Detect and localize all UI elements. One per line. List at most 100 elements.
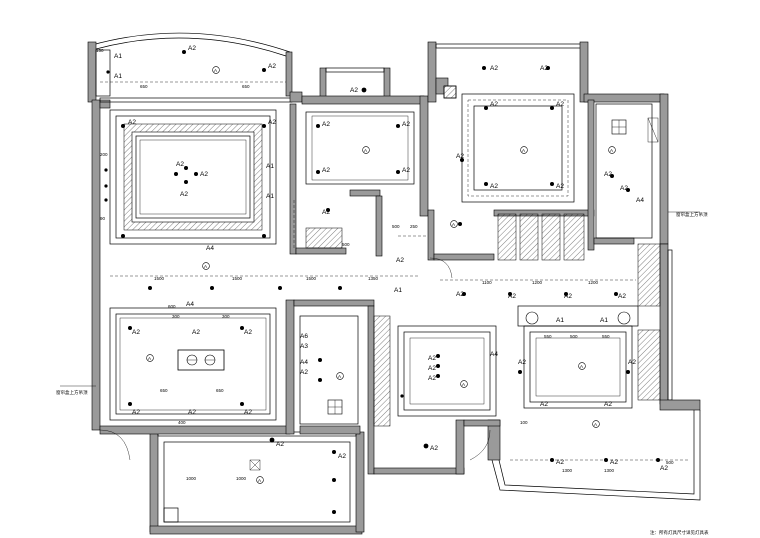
dimension-text: 650 [160, 388, 168, 393]
fixture-label: A2 [132, 409, 140, 416]
fixture-label: A2 [610, 459, 618, 466]
downlight [396, 170, 400, 174]
dimension-labels: 1500 1500 1500 1350 1100 1200 1200 1300 … [96, 48, 674, 481]
room-mark: A [594, 422, 597, 427]
dimension-text: 250 [410, 224, 418, 229]
fixture-label: A2 [322, 121, 330, 128]
downlight [262, 234, 266, 238]
dimension-text: 650 [216, 388, 224, 393]
fixture-label: A2 [490, 183, 498, 190]
fixture-label: A4 [636, 197, 644, 204]
downlight [458, 222, 462, 226]
fixture-label: A2 [338, 453, 346, 460]
downlight [564, 292, 568, 296]
downlight [326, 208, 330, 212]
downlight [482, 66, 486, 70]
bathroom-ceiling [299, 315, 391, 427]
room-mark: A [522, 148, 525, 153]
room-mark: A [452, 222, 455, 227]
room-mark: A [610, 148, 613, 153]
downlight [508, 292, 512, 296]
downlight [278, 286, 282, 290]
room-mark: A [258, 478, 261, 483]
downlight [240, 402, 244, 406]
downlight [316, 170, 320, 174]
dimension-text: 550 [544, 334, 552, 339]
downlight [614, 292, 618, 296]
fixture-label: A1 [600, 317, 608, 324]
room-mark: A [364, 148, 367, 153]
downlight [262, 124, 266, 128]
dimension-text: 150 [96, 48, 104, 53]
fixture-label: A1 [266, 163, 274, 170]
downlight [626, 370, 630, 374]
dimension-text: 500 [342, 242, 350, 247]
fixture-label: A2 [564, 293, 572, 300]
fixture-label: A4 [300, 359, 308, 366]
downlight [184, 166, 188, 170]
dimension-text: 1500 [154, 276, 165, 281]
downlight [121, 124, 125, 128]
room-mark: A [214, 68, 217, 73]
fixture-label: A2 [188, 409, 196, 416]
downlight [332, 478, 336, 482]
fixture-label: A2 [540, 401, 548, 408]
middle-bedroom-ceiling [305, 111, 415, 249]
room-mark: A [462, 382, 465, 387]
fixture-label: A2 [428, 355, 436, 362]
downlight [174, 172, 178, 176]
dimension-text: 500 [570, 334, 578, 339]
downlight [184, 180, 188, 184]
fixture-label: A2 [428, 375, 436, 382]
downlight [104, 198, 108, 202]
dimension-text: 1200 [532, 280, 543, 285]
dimension-text: 1300 [562, 468, 573, 473]
door-swings [99, 257, 491, 461]
room-mark: A [148, 356, 151, 361]
room-mark: A [204, 264, 207, 269]
fixture-label: A2 [490, 101, 498, 108]
fixture-label: A2 [276, 441, 284, 448]
downlight [106, 70, 110, 74]
downlight [396, 124, 400, 128]
right-utility-room [595, 103, 661, 401]
fixture-label: A1 [266, 193, 274, 200]
dimension-text: 90 [100, 216, 106, 221]
downlight [518, 370, 522, 374]
room-mark: A [580, 364, 583, 369]
downlight [462, 292, 466, 296]
fixture-label: A2 [180, 191, 188, 198]
downlight [550, 182, 554, 186]
downlight [240, 326, 244, 330]
dimension-text: 200 [100, 152, 108, 157]
dining-room-ceiling [109, 307, 277, 421]
exterior-walls [87, 32, 701, 535]
downlight [182, 50, 186, 54]
downlight [610, 174, 614, 178]
dimension-text: 1500 [232, 276, 243, 281]
fixture-label: A2 [132, 329, 140, 336]
downlight [436, 364, 440, 368]
downlight [104, 184, 108, 188]
living-room-ceiling [109, 109, 277, 245]
downlight [128, 402, 132, 406]
fixture-label: A2 [188, 45, 196, 52]
dimension-text: 1200 [588, 280, 599, 285]
downlight [316, 124, 320, 128]
bottom-room [163, 441, 351, 523]
downlight [262, 68, 266, 72]
downlight [400, 394, 404, 398]
downlight [361, 87, 367, 93]
fixture-label: A2 [350, 87, 358, 94]
fixture-label: A2 [556, 183, 564, 190]
fixture-label: A4 [186, 301, 194, 308]
dimension-text: 1500 [306, 276, 317, 281]
dimension-text: 1000 [186, 476, 197, 481]
fixture-label: A2 [540, 65, 548, 72]
fixture-label: A2 [402, 121, 410, 128]
downlight [121, 234, 125, 238]
fixture-label: A2 [322, 209, 330, 216]
downlight [484, 106, 488, 110]
kitchen-ceiling [443, 85, 585, 261]
